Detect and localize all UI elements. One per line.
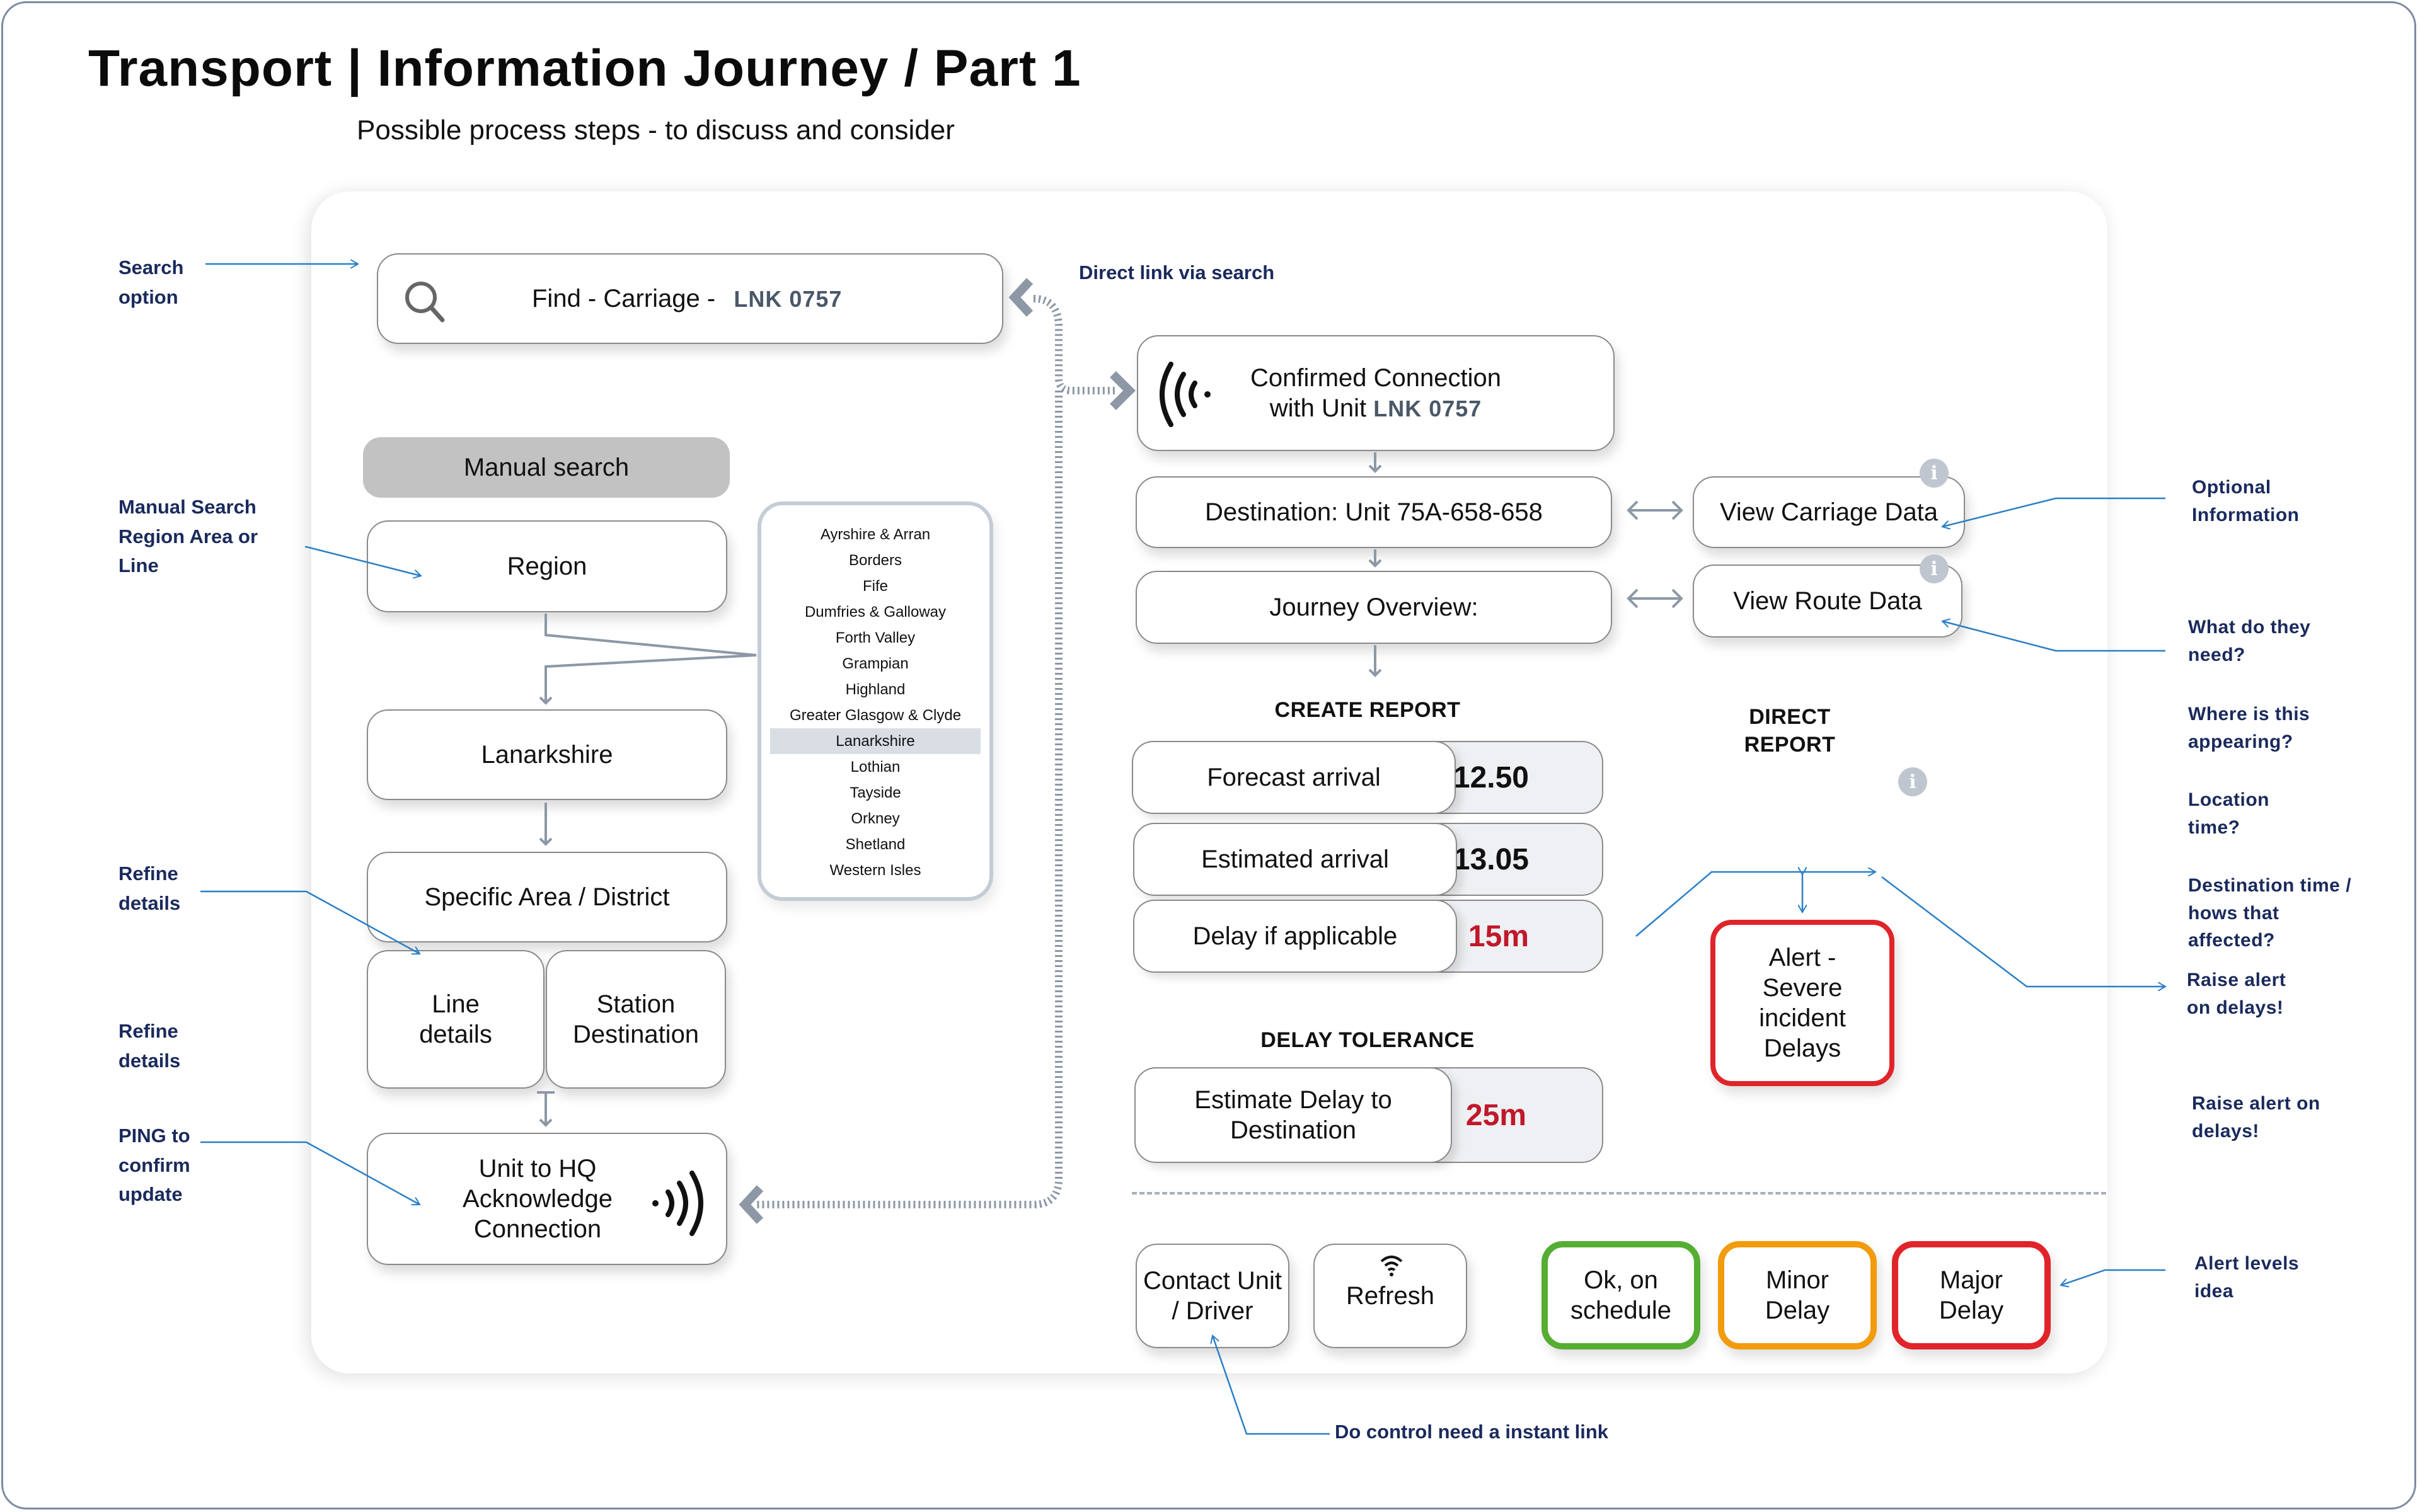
ack-connection-box[interactable]: Unit to HQ Acknowledge Connection xyxy=(367,1133,727,1265)
region-option[interactable]: Dumfries & Galloway xyxy=(804,604,947,621)
specific-area-box[interactable]: Specific Area / District xyxy=(367,852,727,942)
alert-level-ok[interactable]: Ok, on schedule xyxy=(1541,1241,1700,1349)
annotation-location-time: Location time? xyxy=(2188,789,2269,838)
confirmed-connection-box[interactable]: Confirmed Connection with Unit LNK 0757 xyxy=(1137,335,1615,451)
annotation-where-appearing: Where is this appearing? xyxy=(2188,704,2310,752)
annotation-what-need: What do they need? xyxy=(2188,617,2311,665)
region-option[interactable]: Grampian xyxy=(842,655,909,672)
delay-tolerance-heading: DELAY TOLERANCE xyxy=(1260,1028,1475,1052)
connection-line2-wrap: with Unit LNK 0757 xyxy=(1250,393,1501,423)
region-option[interactable]: Lothian xyxy=(850,759,901,776)
line-details-box[interactable]: Line details xyxy=(367,950,544,1089)
wifi-icon xyxy=(1379,1252,1404,1285)
refresh-button[interactable]: Refresh xyxy=(1313,1244,1467,1348)
region-option[interactable]: Orkney xyxy=(851,810,900,827)
station-destination-box[interactable]: Station Destination xyxy=(546,950,726,1089)
region-box[interactable]: Region xyxy=(367,520,727,612)
region-option[interactable]: Tayside xyxy=(850,784,901,801)
region-option[interactable]: Western Isles xyxy=(829,862,921,879)
connection-line2: with Unit xyxy=(1269,394,1367,422)
annotation-optional-info: Optional Information xyxy=(2192,477,2300,525)
annotation-search-option: Search option xyxy=(118,256,184,308)
refresh-label: Refresh xyxy=(1345,1282,1435,1310)
delay-tolerance-row: 25m Estimate Delay to Destination xyxy=(1134,1067,1603,1163)
connection-text: Confirmed Connection with Unit LNK 0757 xyxy=(1250,363,1501,423)
annotation-raise-alert-1: Raise alert on delays! xyxy=(2187,970,2286,1018)
ack-label: Unit to HQ Acknowledge Connection xyxy=(463,1155,613,1243)
contact-unit-button[interactable]: Contact Unit / Driver xyxy=(1136,1244,1289,1348)
info-icon[interactable]: i xyxy=(1920,554,1949,583)
annotation-control-link: Do control need a instant link xyxy=(1335,1421,1609,1443)
view-route-data-button[interactable]: View Route Data xyxy=(1693,564,1962,638)
page-subtitle: Possible process steps - to discuss and … xyxy=(357,115,955,146)
region-option[interactable]: Borders xyxy=(848,552,902,569)
annotation-destination-time: Destination time / hows that affected? xyxy=(2188,875,2352,951)
search-text: Find - Carriage - LNK 0757 xyxy=(532,284,842,314)
connection-line1: Confirmed Connection xyxy=(1250,364,1501,392)
alert-level-major[interactable]: Major Delay xyxy=(1892,1241,2051,1349)
delay-label: Delay if applicable xyxy=(1133,900,1457,973)
destination-box[interactable]: Destination: Unit 75A-658-658 xyxy=(1136,476,1612,548)
signal-waves-icon xyxy=(1153,357,1216,439)
region-option-selected[interactable]: Lanarkshire xyxy=(770,728,981,754)
section-divider xyxy=(1132,1192,2106,1194)
journey-overview-box[interactable]: Journey Overview: xyxy=(1136,571,1612,644)
create-report-heading: CREATE REPORT xyxy=(1274,698,1461,722)
connection-unit-code: LNK 0757 xyxy=(1373,396,1482,421)
forecast-arrival-label: Forecast arrival xyxy=(1132,741,1456,814)
lanarkshire-box[interactable]: Lanarkshire xyxy=(367,709,727,800)
annotation-raise-alert-2: Raise alert on delays! xyxy=(2192,1093,2320,1142)
search-label: Find - Carriage - xyxy=(532,285,716,312)
page-title: Transport | Information Journey / Part 1 xyxy=(88,40,1081,97)
info-icon[interactable]: i xyxy=(1898,767,1927,796)
report-row-delay: 15m Delay if applicable xyxy=(1133,900,1603,973)
signal-waves-icon xyxy=(647,1166,710,1248)
annotation-ping: PING to confirm update xyxy=(118,1125,190,1205)
report-row-estimated: 13.05 Estimated arrival xyxy=(1133,823,1603,896)
region-option[interactable]: Highland xyxy=(845,681,906,698)
search-unit-code: LNK 0757 xyxy=(734,286,843,312)
region-option[interactable]: Greater Glasgow & Clyde xyxy=(789,707,962,724)
view-carriage-data-button[interactable]: View Carriage Data xyxy=(1693,476,1965,548)
annotation-manual-search: Manual Search Region Area or Line xyxy=(118,496,258,576)
region-list: Ayrshire & Arran Borders Fife Dumfries &… xyxy=(758,501,993,901)
region-option[interactable]: Fife xyxy=(862,578,888,595)
find-carriage-search[interactable]: Find - Carriage - LNK 0757 xyxy=(377,253,1003,344)
delay-tolerance-label: Estimate Delay to Destination xyxy=(1134,1067,1452,1163)
region-option[interactable]: Shetland xyxy=(845,836,906,853)
estimated-arrival-label: Estimated arrival xyxy=(1133,823,1457,896)
annotation-refine-2: Refine details xyxy=(118,1020,181,1072)
report-row-forecast: 12.50 Forecast arrival xyxy=(1132,741,1603,814)
region-option[interactable]: Ayrshire & Arran xyxy=(820,526,931,543)
info-icon[interactable]: i xyxy=(1920,459,1949,488)
annotation-refine-1: Refine details xyxy=(118,862,181,914)
severe-alert-box[interactable]: Alert - Severe incident Delays xyxy=(1710,920,1894,1086)
annotation-alert-levels: Alert levels idea xyxy=(2194,1253,2300,1302)
direct-report-heading: DIRECT REPORT xyxy=(1744,705,1836,757)
annotation-direct-link: Direct link via search xyxy=(1079,261,1275,284)
region-option[interactable]: Forth Valley xyxy=(835,629,916,646)
manual-search-button[interactable]: Manual search xyxy=(363,437,730,498)
alert-level-minor[interactable]: Minor Delay xyxy=(1718,1241,1877,1349)
search-icon xyxy=(401,277,451,328)
